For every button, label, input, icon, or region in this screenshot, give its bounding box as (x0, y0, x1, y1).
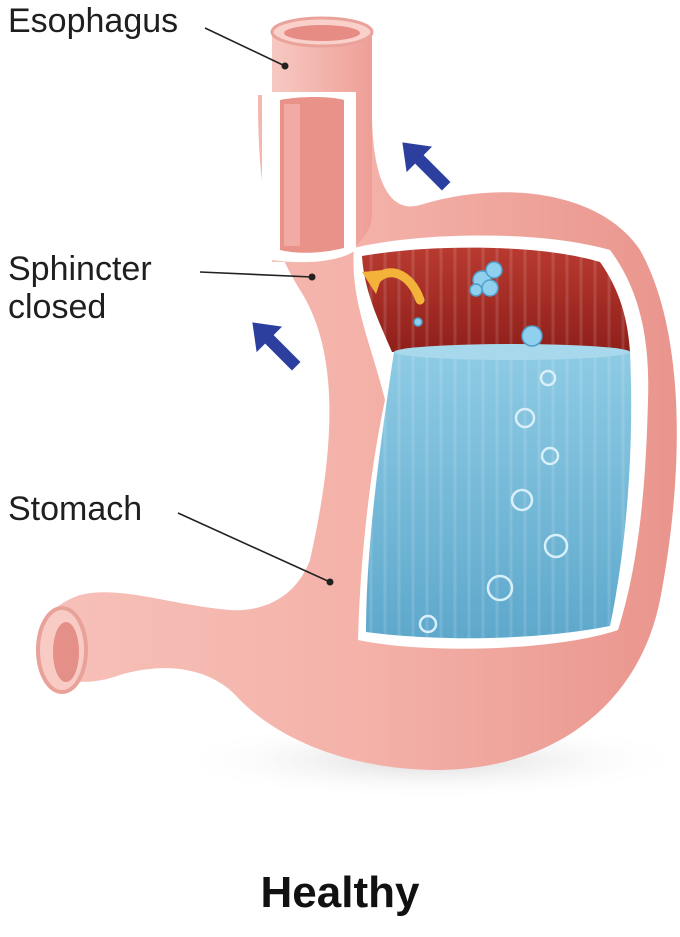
esophagus-opening-inner (284, 25, 360, 41)
label-sphincter: Sphincter closed (8, 250, 152, 326)
leader-line-stomach (178, 513, 330, 582)
caption-healthy: Healthy (0, 868, 680, 918)
stomach-fluid-folds (366, 352, 631, 638)
leader-dot (309, 274, 316, 281)
label-esophagus: Esophagus (8, 2, 178, 40)
bubble-icon (414, 318, 422, 326)
leader-dot (282, 63, 289, 70)
bubble-icon (470, 284, 482, 296)
leader-dot (327, 579, 334, 586)
label-sphincter-name: Sphincter (8, 250, 152, 288)
label-stomach: Stomach (8, 490, 142, 528)
bubble-icon (522, 326, 542, 346)
bubble-icon (486, 262, 502, 278)
bubble-icon (482, 280, 498, 296)
duodenum-inner (53, 622, 79, 682)
arrow-icon (390, 130, 459, 199)
esophagus-inner-highlight (284, 104, 300, 246)
label-sphincter-state: closed (8, 288, 152, 326)
fluid-surface (394, 344, 630, 360)
arrow-icon (240, 310, 309, 379)
